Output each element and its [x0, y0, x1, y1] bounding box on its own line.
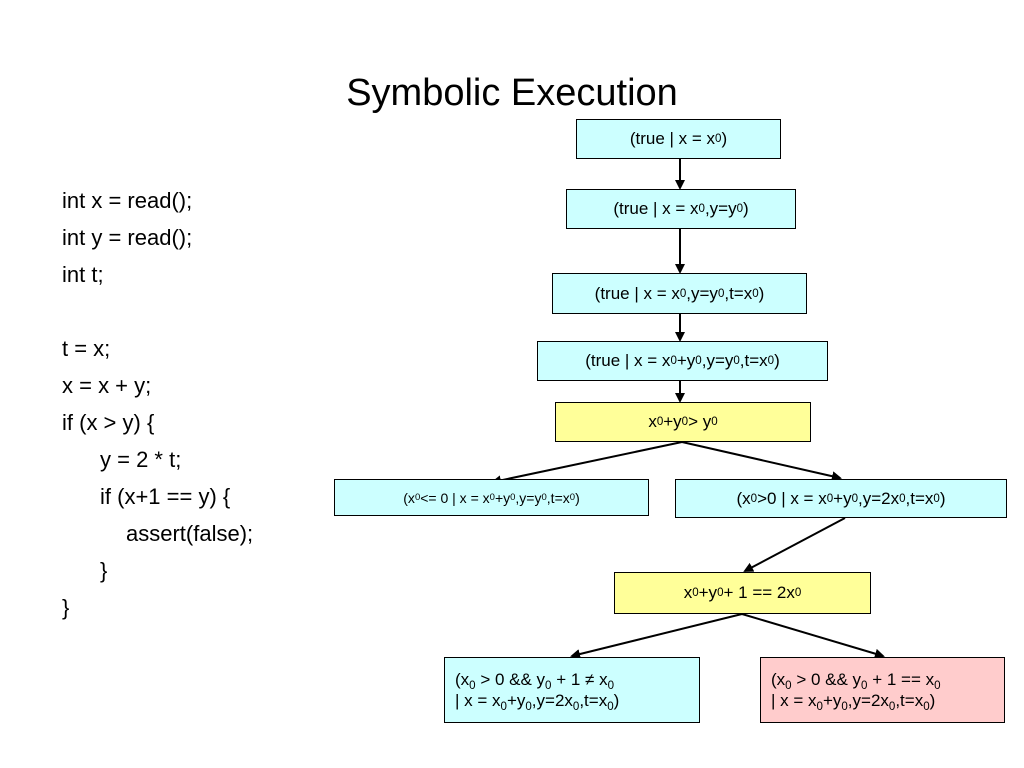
- leaf-node-line: (x0 > 0 && y0 + 1 == x0: [771, 670, 941, 693]
- edge-cond2-leafleft: [570, 613, 743, 659]
- code-line: if (x > y) {: [62, 410, 155, 435]
- leaf-node-line: | x = x0+y0,y=2x0,t=x0): [455, 691, 620, 714]
- code-line: }: [62, 595, 70, 620]
- edge-right-cond2: [743, 517, 846, 572]
- slide-title: Symbolic Execution: [346, 72, 678, 114]
- leaf-node-error: (x0 > 0 && y0 + 1 == x0 | x = x0+y0,y=2x…: [760, 657, 1005, 723]
- code-line: y = 2 * t;: [100, 447, 182, 472]
- code-line: int x = read();: [62, 188, 193, 213]
- code-line: int y = read();: [62, 225, 193, 250]
- leaf-node-line: (x0 > 0 && y0 + 1 ≠ x0: [455, 670, 614, 693]
- edge-cond1-left: [491, 441, 683, 486]
- code-line: x = x + y;: [62, 373, 152, 398]
- code-line: assert(false);: [126, 521, 254, 546]
- code-line: }: [100, 558, 108, 583]
- edge-cond1-right: [681, 441, 842, 482]
- code-line: t = x;: [62, 336, 111, 361]
- leaf-node-satisfiable: (x0 > 0 && y0 + 1 ≠ x0 | x = x0+y0,y=2x0…: [444, 657, 700, 723]
- code-line: int t;: [62, 262, 104, 287]
- code-line: if (x+1 == y) {: [100, 484, 231, 509]
- edge-cond2-leafright: [741, 613, 885, 659]
- code-listing: int x = read(); int y = read(); int t; t…: [62, 182, 253, 626]
- leaf-node-line: | x = x0+y0,y=2x0,t=x0): [771, 691, 936, 714]
